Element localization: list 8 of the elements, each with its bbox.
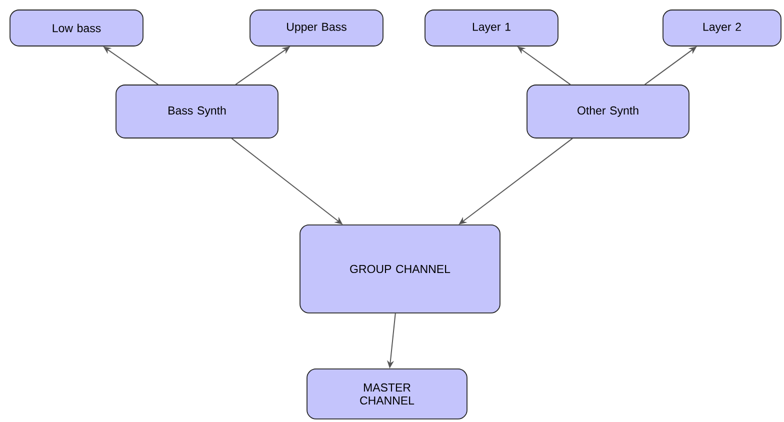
process-box: Layer 2 [662, 10, 782, 46]
process-box: Low bass [10, 10, 144, 46]
process-box: Bass Synth [116, 84, 278, 138]
process-box: Upper Bass [250, 10, 384, 46]
process-box: Other Synth [526, 84, 690, 138]
process-box: GROUP CHANNEL [300, 224, 500, 314]
process-box: MASTER CHANNEL [306, 368, 468, 420]
process-box: Layer 1 [424, 10, 558, 46]
